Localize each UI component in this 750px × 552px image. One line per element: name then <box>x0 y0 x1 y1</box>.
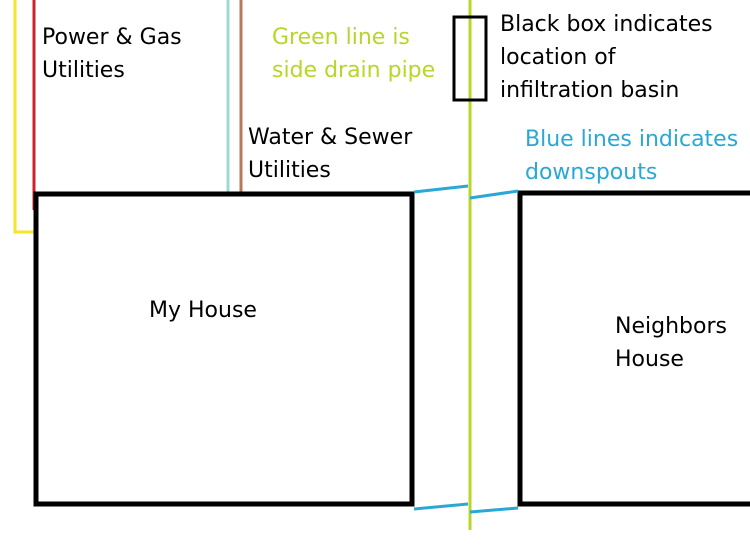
power-gas-yellow-line <box>13 0 38 234</box>
downspouts-legend-line-1: Blue lines indicates <box>525 127 739 152</box>
neighbors-house-label: Neighbors House <box>615 310 727 376</box>
water-sewer-label-line-1: Water & Sewer <box>248 125 413 150</box>
infiltration-basin-legend: Black box indicates location of infiltra… <box>500 8 713 107</box>
downspouts-legend: Blue lines indicates downspouts <box>525 123 738 189</box>
my-house-label: My House <box>149 294 257 327</box>
power-gas-label-line-1: Power & Gas <box>42 25 182 50</box>
infiltration-basin-legend-line-3: infiltration basin <box>500 78 680 103</box>
neighbors-house-label-line-2: House <box>615 347 684 372</box>
downspout-top-right <box>469 189 519 200</box>
water-sewer-label-line-2: Utilities <box>248 158 331 183</box>
drain-pipe-legend-line-2: side drain pipe <box>272 58 436 83</box>
downspout-top-left <box>413 184 469 194</box>
my-house-label-line-1: My House <box>149 298 257 323</box>
downspout-bottom-right <box>469 506 519 514</box>
infiltration-basin-legend-line-2: location of <box>500 45 616 70</box>
my-house-outline <box>33 191 415 507</box>
power-gas-label-line-2: Utilities <box>42 58 125 83</box>
power-gas-label: Power & Gas Utilities <box>42 21 182 87</box>
drain-pipe-legend-line-1: Green line is <box>272 25 410 50</box>
drain-pipe-legend: Green line is side drain pipe <box>272 21 435 87</box>
infiltration-basin-legend-line-1: Black box indicates <box>500 12 713 37</box>
downspout-bottom-left <box>413 502 469 511</box>
infiltration-basin-box <box>452 15 488 102</box>
neighbors-house-label-line-1: Neighbors <box>615 314 727 339</box>
neighbors-house-outline <box>517 190 750 507</box>
downspouts-legend-line-2: downspouts <box>525 160 658 185</box>
water-sewer-label: Water & Sewer Utilities <box>248 121 412 187</box>
